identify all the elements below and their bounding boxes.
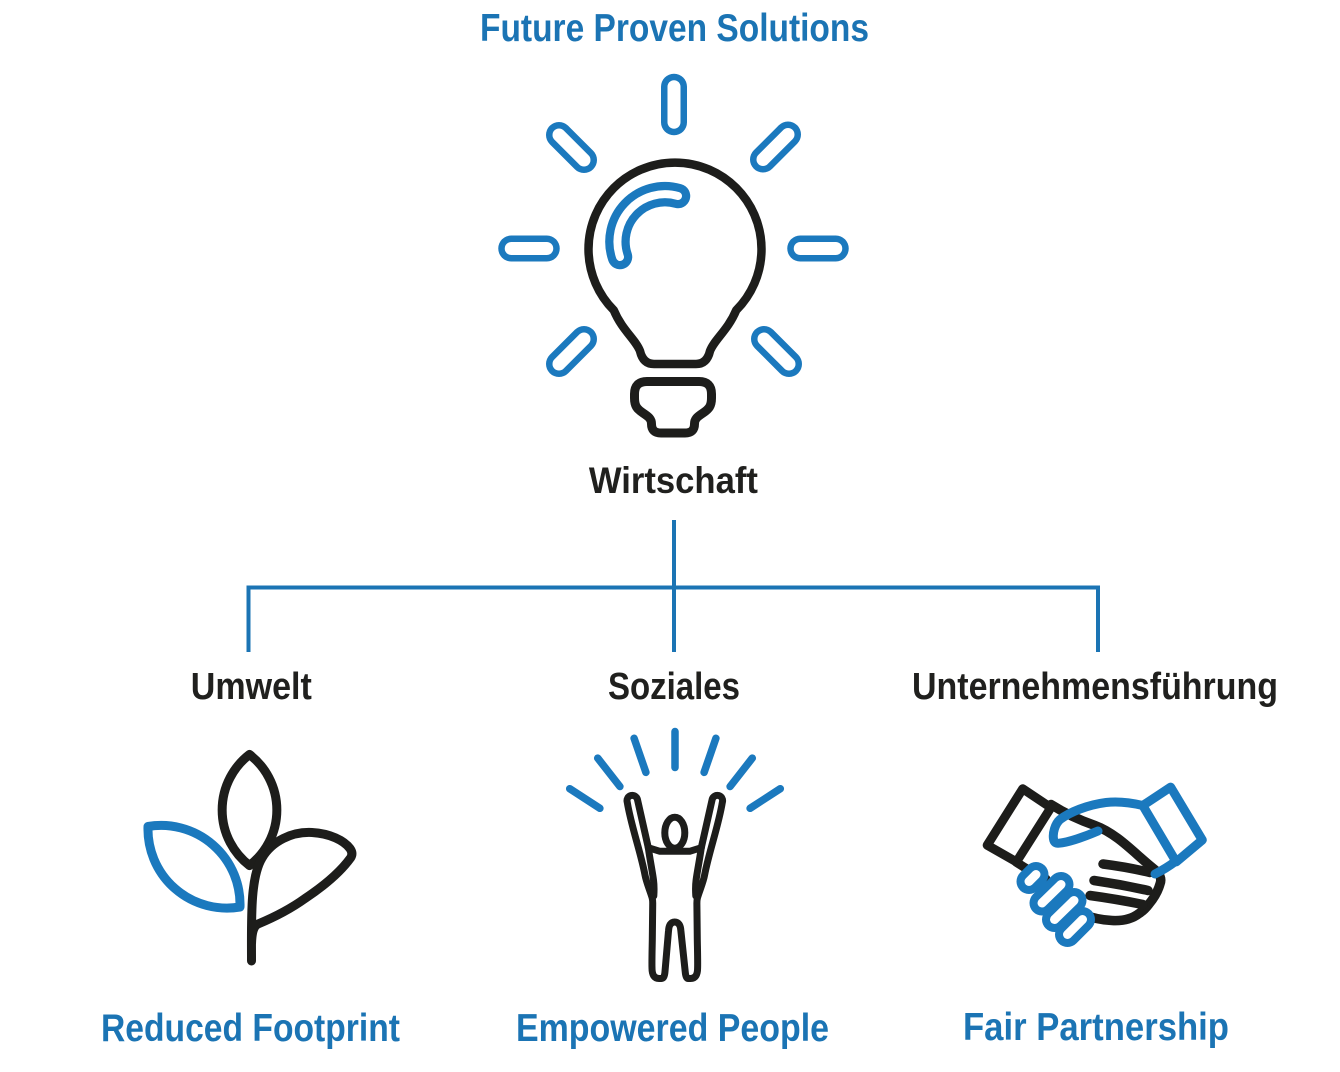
svg-text:Empowered People: Empowered People [516,1007,829,1050]
svg-text:Umwelt: Umwelt [191,666,312,708]
svg-text:Soziales: Soziales [608,666,740,708]
svg-text:Future Proven Solutions: Future Proven Solutions [480,7,869,50]
svg-text:Reduced Footprint: Reduced Footprint [101,1007,400,1050]
svg-text:Wirtschaft: Wirtschaft [589,460,758,501]
svg-text:Fair Partnership: Fair Partnership [963,1006,1229,1049]
svg-text:Unternehmensführung: Unternehmensführung [912,666,1278,708]
